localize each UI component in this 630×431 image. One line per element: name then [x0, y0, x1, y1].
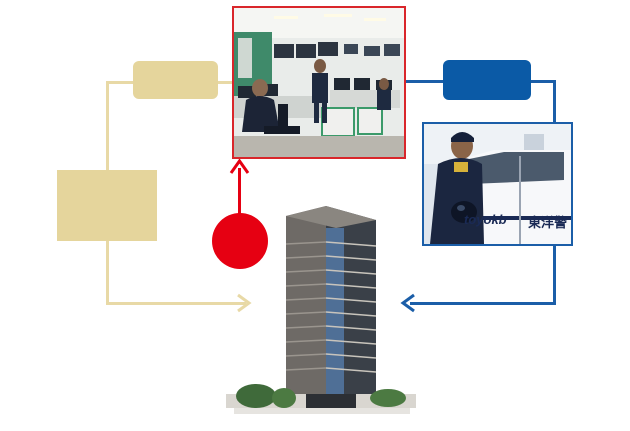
beige-arrow-head	[237, 293, 252, 313]
blue-connector-bottom	[410, 302, 556, 305]
car-logo-text: toyokb	[464, 212, 507, 227]
beige-connector-vertical-lower	[106, 241, 109, 304]
blue-connector-from-room	[406, 80, 444, 83]
car-company-text: 東洋警	[528, 215, 568, 230]
blue-arrow-head	[400, 293, 415, 313]
guard-car-photo: toyokb 東洋警	[422, 122, 573, 246]
beige-connector-top	[106, 81, 136, 84]
blue-connector-top	[531, 80, 556, 83]
blue-connector-vertical-upper	[553, 80, 556, 123]
beige-main-box	[57, 170, 157, 241]
beige-connector-bottom	[106, 302, 246, 305]
blue-label-box	[443, 60, 531, 100]
security-guard-car-icon	[424, 124, 571, 244]
security-control-room-icon	[234, 8, 404, 157]
control-room-photo	[232, 6, 406, 159]
red-circle-icon	[212, 213, 268, 269]
apartment-building-icon	[226, 206, 416, 414]
apartment-building-photo	[226, 198, 416, 426]
red-arrow-head	[229, 158, 250, 174]
beige-connector-to-room	[218, 81, 233, 84]
blue-connector-vertical-lower	[553, 245, 556, 305]
beige-connector-vertical-upper	[106, 81, 109, 171]
beige-label-box	[133, 61, 218, 99]
